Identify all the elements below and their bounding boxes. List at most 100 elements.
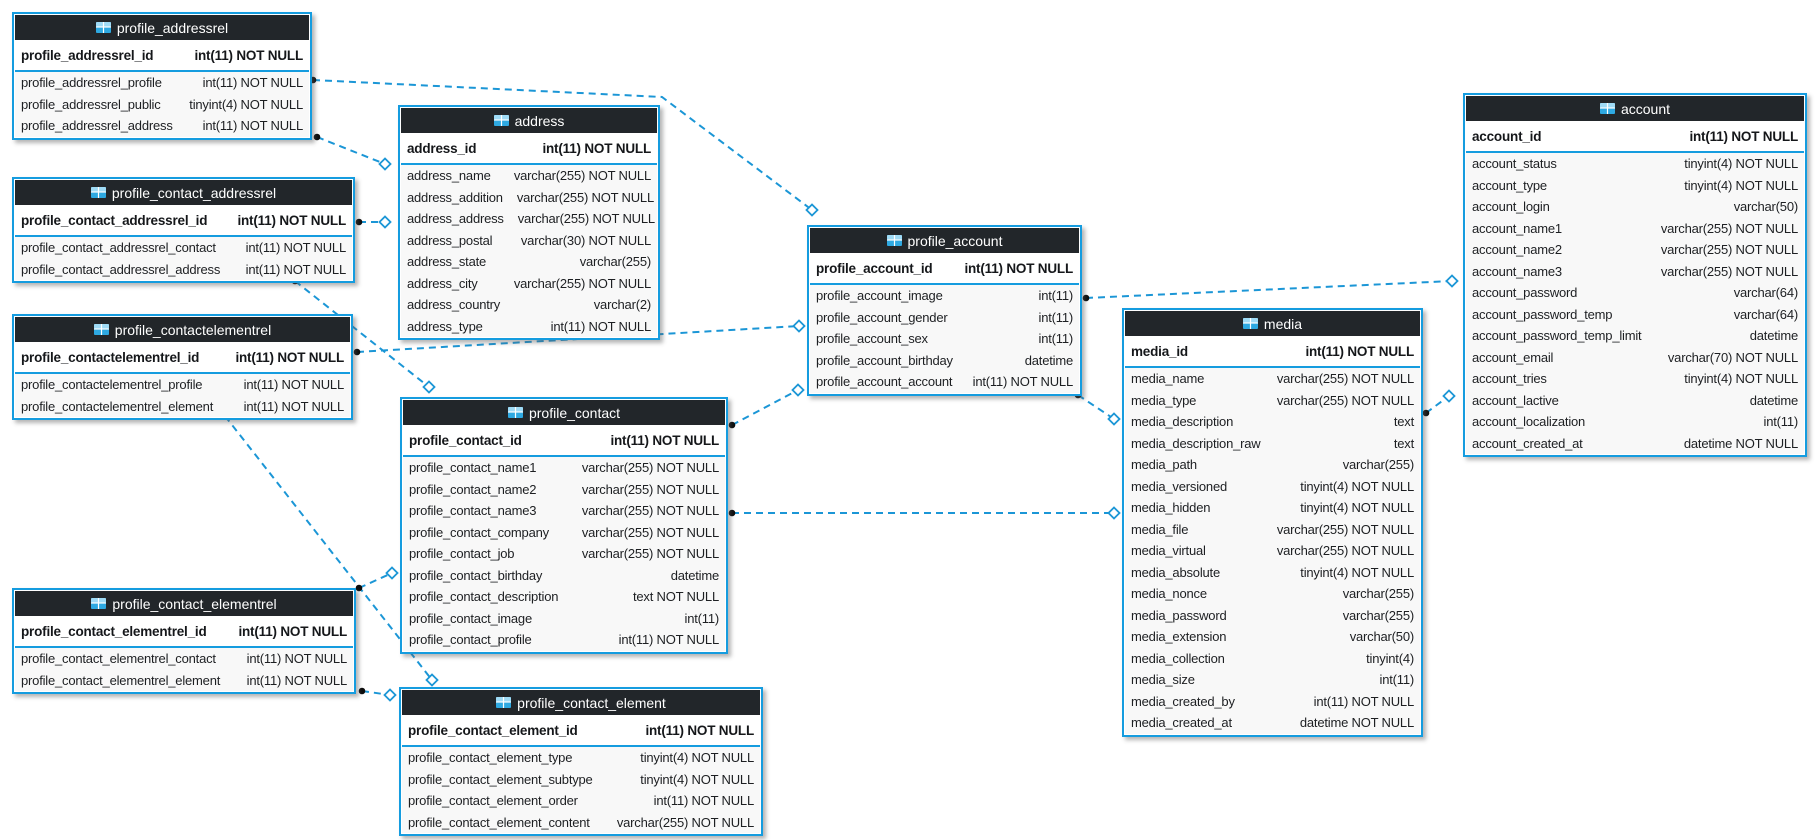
table-header-profile_contact_element[interactable]: profile_contact_element — [402, 690, 760, 715]
relation-line[interactable] — [1077, 394, 1115, 420]
table-header-profile_account[interactable]: profile_account — [810, 228, 1079, 253]
table-header-profile_addressrel[interactable]: profile_addressrel — [15, 15, 309, 40]
table-header-media[interactable]: media — [1125, 311, 1420, 336]
table-header-account[interactable]: account — [1466, 96, 1804, 121]
relation-line[interactable] — [1425, 395, 1450, 414]
relation-line[interactable] — [358, 572, 393, 589]
relation-line[interactable] — [316, 136, 386, 165]
relation-profile_contact-to-profile_account[interactable] — [728, 383, 805, 429]
table-header-profile_contact[interactable]: profile_contact — [403, 400, 725, 425]
relation-profile_contact-to-media[interactable] — [728, 506, 1121, 520]
relation-profile_contact_addressrel-to-address[interactable] — [355, 215, 392, 229]
relation-profile_account-to-account[interactable] — [1082, 274, 1459, 302]
relation-line[interactable] — [361, 690, 391, 696]
table-header-profile_contact_elementrel[interactable]: profile_contact_elementrel — [15, 591, 353, 616]
relation-line[interactable] — [312, 79, 813, 211]
relation-profile_account-to-media[interactable] — [1074, 391, 1121, 426]
relation-line[interactable] — [1085, 280, 1453, 299]
relation-profile_addressrel-to-address[interactable] — [313, 133, 392, 171]
table-header-address[interactable]: address — [401, 108, 657, 133]
relation-media-to-account[interactable] — [1422, 389, 1456, 417]
relation-profile_contact_elementrel-to-profile_contact_element[interactable] — [358, 687, 397, 702]
relation-line[interactable] — [224, 415, 433, 681]
relation-profile_contact_elementrel-to-profile_contact[interactable] — [355, 566, 399, 592]
table-header-profile_contact_addressrel[interactable]: profile_contact_addressrel — [15, 180, 352, 205]
table-header-profile_contactelementrel[interactable]: profile_contactelementrel — [15, 317, 350, 342]
relation-line[interactable] — [294, 280, 430, 388]
